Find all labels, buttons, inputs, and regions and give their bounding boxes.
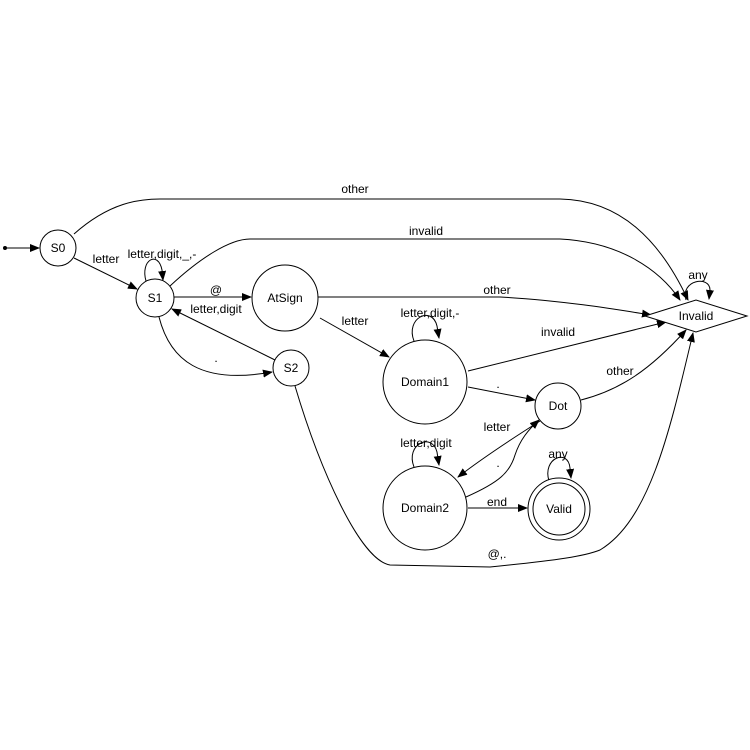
state-domain2[interactable]: Domain2	[382, 465, 468, 551]
edge-atsign-invalid	[318, 296, 652, 318]
label-domain1-loop: letter,digit,-	[401, 306, 460, 320]
label-domain2-loop: letter,digit	[400, 436, 452, 450]
state-s2[interactable]: S2	[272, 349, 310, 387]
edge-domain1-loop	[411, 314, 442, 342]
state-domain1-label: Domain1	[401, 375, 449, 389]
edge-s1-s2	[158, 316, 273, 378]
label-atsign-domain1: letter	[342, 314, 369, 328]
edge-domain2-loop	[411, 441, 442, 468]
edge-domain1-dot	[467, 386, 536, 403]
label-domain1-dot: .	[496, 377, 499, 391]
state-valid[interactable]: Valid	[527, 477, 591, 541]
state-invalid-label: Invalid	[679, 309, 714, 323]
state-s1[interactable]: S1	[135, 278, 175, 318]
state-atsign-label: AtSign	[267, 291, 302, 305]
state-dot-label: Dot	[549, 399, 568, 413]
state-s2-label: S2	[284, 361, 299, 375]
label-domain2-dot: .	[496, 456, 499, 470]
label-s1-invalid: invalid	[409, 224, 443, 238]
label-valid-loop: any	[548, 447, 567, 461]
label-invalid-loop: any	[688, 268, 707, 282]
label-s2-invalid: @,.	[488, 547, 507, 561]
state-valid-label: Valid	[546, 502, 572, 516]
state-s0-label: S0	[51, 241, 66, 255]
edge-s0-invalid	[73, 198, 689, 301]
label-s0-invalid: other	[341, 182, 368, 196]
label-s0-s1: letter	[93, 252, 120, 266]
edge-atsign-domain1	[319, 317, 390, 358]
edge-s0-s1	[73, 257, 138, 290]
label-atsign-invalid: other	[483, 283, 510, 297]
state-s1-label: S1	[148, 291, 163, 305]
edge-invalid-loop	[684, 280, 714, 301]
label-domain2-valid: end	[487, 495, 507, 509]
label-s1-atsign: @	[210, 283, 222, 297]
edge-s2-s1	[171, 308, 276, 361]
edge-domain1-invalid	[467, 320, 667, 372]
label-domain1-invalid: invalid	[541, 325, 575, 339]
state-dot[interactable]: Dot	[534, 382, 582, 430]
edge-valid-loop	[547, 456, 575, 482]
state-domain1[interactable]: Domain1	[382, 339, 468, 425]
state-atsign[interactable]: AtSign	[251, 264, 319, 332]
edge-s2-invalid	[294, 332, 695, 568]
edge-s1-loop	[144, 258, 167, 282]
state-domain2-label: Domain2	[401, 501, 449, 515]
state-s0[interactable]: S0	[39, 229, 77, 267]
label-s2-s1: letter,digit	[190, 302, 242, 316]
label-s1-loop: letter,digit,_,-	[128, 247, 197, 261]
label-dot-domain2: letter	[484, 420, 511, 434]
label-s1-s2: .	[214, 351, 217, 365]
edge-s1-invalid	[169, 238, 681, 301]
edge-domain2-dot	[465, 419, 540, 498]
label-dot-invalid: other	[606, 364, 633, 378]
edge-dot-invalid	[580, 329, 687, 401]
state-invalid[interactable]: Invalid	[643, 299, 749, 333]
